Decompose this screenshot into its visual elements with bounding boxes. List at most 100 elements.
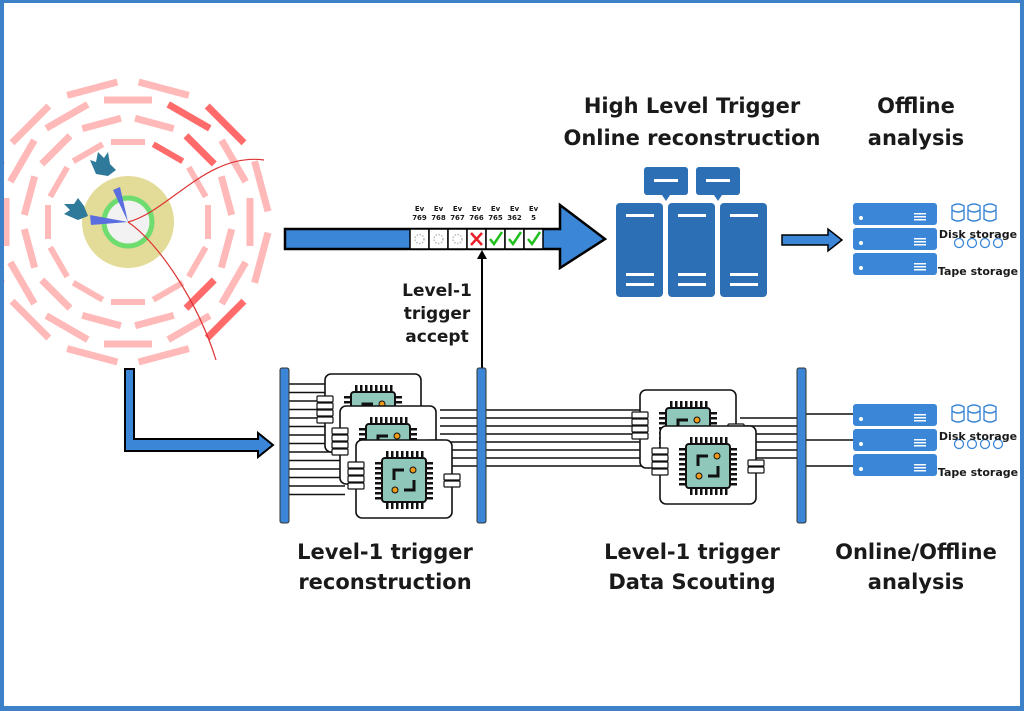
connector <box>651 447 669 455</box>
scouting-boards <box>631 389 765 505</box>
offline-title-line2: analysis <box>868 126 964 150</box>
onoff-title-line2: analysis <box>868 570 964 594</box>
detector-module <box>81 114 122 133</box>
disk-storage-label-bottom: Disk storage <box>939 430 1017 443</box>
detector-module <box>47 245 70 279</box>
connector <box>347 461 365 469</box>
detector-module <box>20 228 39 269</box>
detector-module <box>217 175 236 216</box>
connector <box>331 441 349 449</box>
detector-module <box>151 141 185 164</box>
detector-module <box>104 96 152 104</box>
l1-accept-label-1: Level-1 <box>402 281 472 301</box>
detector-module <box>39 277 73 311</box>
connector <box>651 468 669 476</box>
hlt-title-line1: High Level Trigger <box>584 94 801 118</box>
disk-storage-label-top: Disk storage <box>939 228 1017 241</box>
detector-module <box>44 312 90 343</box>
detector-module <box>66 78 119 99</box>
detector-module <box>183 133 217 167</box>
detector-module <box>218 260 249 306</box>
event-number: 362 <box>507 214 522 222</box>
jet-deposit <box>90 152 116 176</box>
detector-to-l1-arrow <box>124 368 275 460</box>
disk-icon <box>967 404 981 423</box>
l1-board <box>347 439 461 519</box>
detector-module <box>137 345 190 366</box>
event-number: 767 <box>450 214 465 222</box>
disk-icon <box>983 404 997 423</box>
detector-module <box>204 103 247 146</box>
detector-module <box>4 198 10 246</box>
event-number: 5 <box>531 214 536 222</box>
event-number: 765 <box>488 214 503 222</box>
tape-reel-icon <box>953 438 965 450</box>
detector-module <box>186 165 209 199</box>
chip-icon <box>381 457 427 503</box>
detector-module <box>166 101 212 132</box>
connector <box>316 409 334 417</box>
event-number: 769 <box>412 214 427 222</box>
tape-storage-label-bottom: Tape storage <box>938 466 1018 479</box>
detector-event-display <box>4 78 272 366</box>
l1-accept-label-2: trigger <box>404 304 471 324</box>
event-label: Ev <box>510 205 520 213</box>
detector-module <box>111 139 145 145</box>
detector-module <box>151 280 185 303</box>
muon-track <box>127 158 265 223</box>
chip-icon <box>685 443 731 489</box>
event-label: Ev <box>472 205 482 213</box>
tape-storage-label-top: Tape storage <box>938 265 1018 278</box>
connector <box>443 480 461 488</box>
event-label: Ev <box>491 205 501 213</box>
l1-output-bus-bar <box>476 367 487 524</box>
detector-module <box>7 260 38 306</box>
detector-module <box>104 340 152 348</box>
connector <box>347 482 365 490</box>
detector-module <box>204 298 247 341</box>
connector <box>316 416 334 424</box>
detector-module <box>205 205 211 239</box>
jet-deposit <box>64 198 88 220</box>
online-offline-storage-icon <box>853 404 1004 476</box>
loading-icon <box>433 233 444 245</box>
loading-icon <box>452 233 463 245</box>
detector-module <box>71 141 105 164</box>
l1-reconstruction-boards <box>316 373 461 519</box>
tape-reel-icon <box>992 237 1004 249</box>
detector-module <box>134 114 175 133</box>
l1-accept-arrow <box>477 250 487 368</box>
l1-reco-title-line2: reconstruction <box>298 570 471 594</box>
disk-icon <box>951 404 965 423</box>
detector-module <box>45 205 51 239</box>
l1-scouting-title-line2: Data Scouting <box>608 570 775 594</box>
connector <box>331 427 349 435</box>
connector <box>651 461 669 469</box>
event-number: 766 <box>469 214 484 222</box>
detector-module <box>218 138 249 184</box>
tape-reel-icon <box>953 237 965 249</box>
l1-reco-title-line1: Level-1 trigger <box>297 540 473 564</box>
jet-cone <box>113 187 128 222</box>
tape-reel-icon <box>979 438 991 450</box>
event-cell: Ev5 <box>523 205 544 250</box>
connector <box>443 473 461 481</box>
connector <box>316 402 334 410</box>
scouting-board <box>651 425 765 505</box>
detector-module <box>111 299 145 305</box>
detector-module <box>246 198 254 246</box>
detector-module <box>251 231 272 284</box>
event-label: Ev <box>415 205 425 213</box>
detector-module <box>137 78 190 99</box>
loading-icon <box>414 233 425 245</box>
connector <box>747 466 765 474</box>
detector-module <box>183 277 217 311</box>
hlt-to-offline-arrow <box>781 227 844 253</box>
event-number: 768 <box>431 214 446 222</box>
disk-icon <box>983 203 997 222</box>
connector <box>316 395 334 403</box>
connector <box>651 454 669 462</box>
